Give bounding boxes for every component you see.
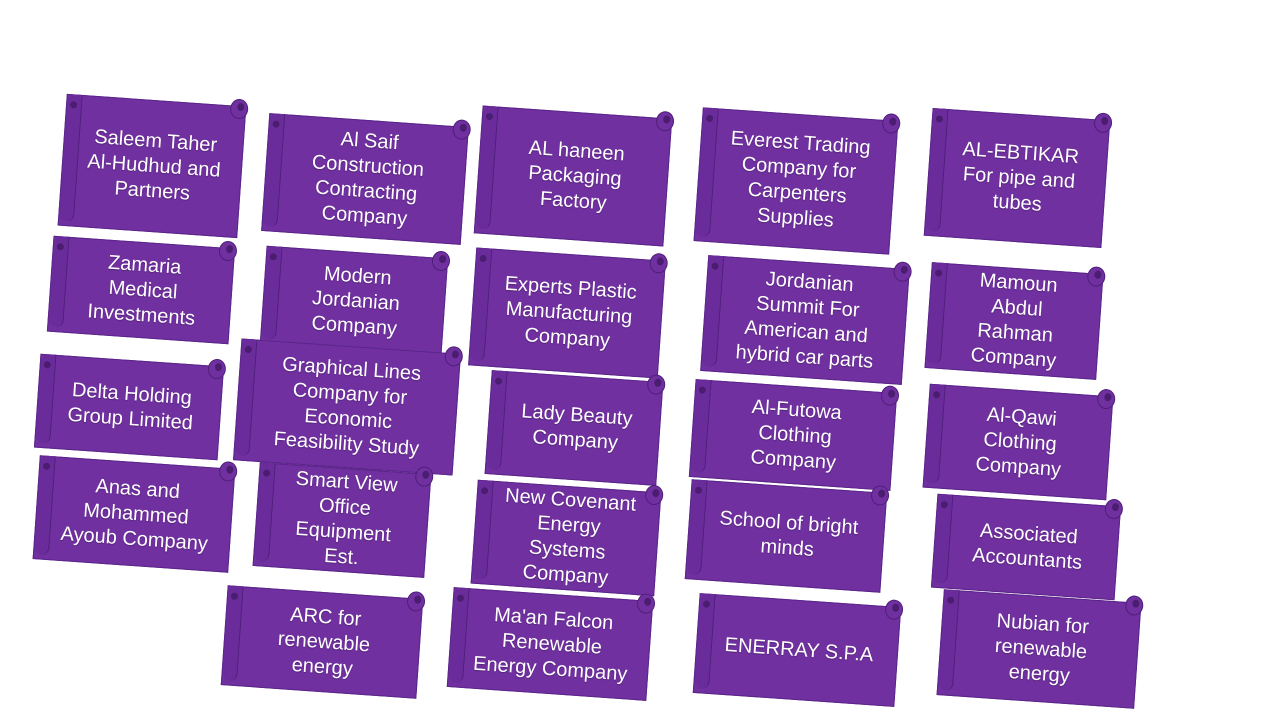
scroll-curl-icon	[652, 488, 660, 498]
company-name: Ma'an Falcon Renewable Energy Company	[472, 603, 629, 685]
company-scroll-maan-falcon: Ma'an Falcon Renewable Energy Company	[446, 587, 654, 701]
scroll-curl-icon	[1132, 599, 1140, 608]
scroll-curl-icon	[877, 489, 886, 498]
company-scroll-arc: ARC for renewable energy	[220, 585, 424, 699]
scroll-curl-icon	[214, 362, 223, 372]
scroll-curl-icon	[494, 377, 503, 385]
scroll-curl-icon	[479, 254, 487, 263]
company-name: New Covenant Energy Systems Company	[504, 484, 637, 590]
company-name: School of bright minds	[718, 507, 859, 561]
scroll-curl-icon	[656, 257, 665, 266]
company-name: Graphical Lines Company for Economic Fea…	[273, 353, 422, 461]
scroll-curl-icon	[934, 269, 943, 277]
company-name: Jordanian Summit For American and hybrid…	[734, 268, 874, 373]
company-scroll-al-haneen: AL haneen Packaging Factory	[473, 105, 673, 247]
scroll-curl-icon	[889, 117, 897, 126]
scroll-curl-icon	[705, 114, 714, 123]
company-name: Anas and Mohammed Ayoub Company	[59, 474, 209, 555]
scroll-curl-icon	[711, 262, 719, 270]
company-name: Mamoun Abdul Rahman Company	[969, 269, 1059, 373]
company-name: Delta Holding Group Limited	[66, 379, 194, 435]
company-name: Lady Beauty Company	[520, 400, 634, 455]
company-name: Al Saif Construction Contracting Company	[311, 128, 425, 231]
scroll-curl-icon	[1100, 116, 1109, 126]
scroll-curl-icon	[269, 253, 278, 261]
scroll-curl-icon	[698, 386, 707, 394]
scroll-curl-icon	[456, 594, 465, 602]
company-scroll-experts-plastic: Experts Plastic Manufacturing Company	[468, 247, 666, 379]
scroll-curl-icon	[413, 595, 422, 604]
scroll-curl-icon	[272, 120, 280, 128]
scroll-curl-icon	[56, 243, 65, 251]
company-scroll-saleem-taher: Saleem Taher Al-Hudhud and Partners	[57, 93, 247, 239]
scroll-curl-icon	[935, 115, 944, 123]
scroll-curl-icon	[891, 603, 900, 613]
company-scroll-nubian: Nubian for renewable energy	[936, 589, 1142, 709]
scroll-curl-icon	[654, 378, 662, 387]
company-scroll-zamaria: Zamaria Medical Investments	[46, 235, 236, 345]
company-scroll-jordanian-summit: Jordanian Summit For American and hybrid…	[700, 255, 910, 385]
scroll-curl-icon	[900, 265, 909, 275]
company-name: ENERRAY S.P.A	[723, 633, 875, 666]
scroll-curl-icon	[237, 102, 245, 112]
company-scroll-modern-jordanian: Modern Jordanian Company	[259, 245, 449, 357]
scroll-curl-icon	[694, 486, 703, 495]
company-name: AL haneen Packaging Factory	[527, 136, 626, 214]
company-name: Associated Accountants	[971, 519, 1083, 574]
company-name: Experts Plastic Manufacturing Company	[504, 272, 638, 352]
company-scroll-al-ebtikar: AL-EBTIKAR For pipe and tubes	[923, 107, 1111, 249]
scroll-curl-icon	[485, 112, 494, 121]
scroll-curl-icon	[1094, 270, 1102, 279]
scroll-curl-icon	[225, 244, 234, 254]
company-name: Al-Qawi Clothing Company	[974, 403, 1062, 481]
scroll-curl-icon	[702, 600, 711, 608]
scroll-curl-icon	[438, 254, 447, 264]
company-scroll-new-covenant: New Covenant Energy Systems Company	[470, 479, 662, 597]
company-name: Everest Trading Company for Carpenters S…	[730, 127, 872, 232]
company-scroll-associated-accountants: Associated Accountants	[930, 493, 1122, 601]
scroll-curl-icon	[643, 597, 652, 606]
scroll-curl-icon	[662, 115, 671, 124]
company-name: Modern Jordanian Company	[310, 262, 401, 340]
scroll-curl-icon	[244, 345, 253, 354]
scroll-curl-icon	[887, 389, 896, 399]
company-name: Smart View Office Equipment Est.	[294, 467, 399, 570]
company-scroll-al-qawi: Al-Qawi Clothing Company	[922, 383, 1114, 501]
company-scroll-everest: Everest Trading Company for Carpenters S…	[693, 107, 899, 255]
company-name: Zamaria Medical Investments	[86, 251, 196, 330]
scroll-curl-icon	[451, 350, 460, 359]
scroll-curl-icon	[1104, 392, 1112, 402]
scroll-curl-icon	[932, 390, 941, 399]
scroll-curl-icon	[1111, 502, 1120, 512]
scroll-curl-icon	[946, 596, 955, 604]
company-name: Al-Futowa Clothing Company	[749, 395, 843, 474]
company-scroll-delta-holding: Delta Holding Group Limited	[33, 353, 225, 461]
scroll-curl-icon	[422, 470, 430, 479]
company-scroll-school-bright-minds: School of bright minds	[684, 479, 888, 593]
company-scroll-graphical-lines: Graphical Lines Company for Economic Fea…	[233, 338, 461, 476]
company-name: Saleem Taher Al-Hudhud and Partners	[86, 125, 222, 205]
scroll-curl-icon	[42, 462, 51, 471]
company-scroll-smart-view: Smart View Office Equipment Est.	[252, 462, 432, 578]
scroll-curl-icon	[43, 360, 51, 369]
scroll-curl-icon	[480, 486, 489, 495]
scroll-curl-icon	[459, 123, 468, 132]
company-scroll-anas-mohammed: Anas and Mohammed Ayoub Company	[32, 455, 236, 573]
scroll-curl-icon	[226, 465, 234, 474]
company-scroll-lady-beauty: Lady Beauty Company	[484, 370, 664, 486]
company-name: Nubian for renewable energy	[994, 609, 1090, 687]
company-scroll-al-saif: Al Saif Construction Contracting Company	[261, 113, 469, 245]
scroll-curl-icon	[230, 592, 239, 601]
company-name: ARC for renewable energy	[277, 603, 371, 680]
company-scroll-enerray: ENERRAY S.P.A	[692, 593, 902, 707]
scroll-curl-icon	[69, 101, 78, 109]
company-scroll-al-futowa: Al-Futowa Clothing Company	[688, 379, 898, 491]
scroll-curl-icon	[940, 500, 948, 509]
scroll-curl-icon	[262, 469, 271, 477]
company-scroll-mamoun: Mamoun Abdul Rahman Company	[924, 262, 1104, 380]
company-name: AL-EBTIKAR For pipe and tubes	[961, 137, 1080, 216]
